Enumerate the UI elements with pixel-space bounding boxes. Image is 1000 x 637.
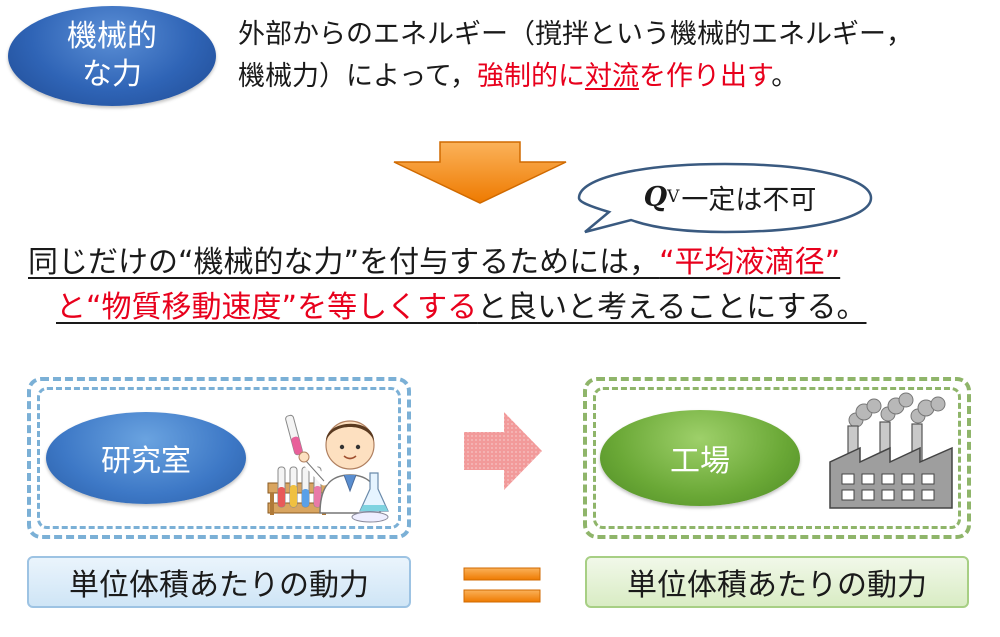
intro-line2: 機械力）によって，強制的に対流を作り出す。: [238, 56, 978, 98]
main-line1-b: “平均液滴径”: [659, 245, 841, 280]
intro-line2-a: 機械力）によって，: [238, 61, 477, 92]
intro-line2-d: を作り出す: [638, 61, 772, 92]
lab-power-label: 単位体積あたりの動力: [27, 556, 411, 608]
intro-line2-c: 対流: [584, 61, 639, 92]
badge-line2: な力: [82, 57, 142, 92]
main-line2-b: と良いと考えることにする。: [477, 290, 867, 325]
main-line2: と“物質移動速度”を等しくすると良いと考えることにする。: [56, 286, 986, 330]
down-arrow-icon: [393, 141, 567, 204]
bubble-q: Q: [643, 181, 668, 213]
right-arrow-icon: [464, 412, 542, 490]
intro-text: 外部からのエネルギー（撹拌という機械的エネルギー， 機械力）によって，強制的に対…: [238, 14, 978, 98]
bubble-sub: V: [667, 187, 680, 207]
scientist-illustration-icon: [267, 414, 389, 523]
intro-line2-b: 強制的に: [476, 61, 585, 92]
intro-line2-e: 。: [771, 61, 799, 92]
factory-icon: [829, 392, 953, 509]
main-line1: 同じだけの“機械的な力”を付与するためには，“平均液滴径”: [28, 241, 988, 285]
factory-label: 工場: [600, 410, 800, 506]
main-line2-a: と“物質移動速度”を等しくする: [56, 290, 478, 325]
laboratory-label: 研究室: [46, 412, 246, 504]
equals-icon: [463, 567, 541, 603]
factory-box: [583, 377, 971, 539]
badge-line1: 機械的: [67, 19, 157, 54]
main-line1-a: 同じだけの“機械的な力”を付与するためには，: [28, 245, 660, 280]
bubble-body: 一定は不可: [681, 184, 817, 216]
mechanical-force-badge: 機械的 な力: [8, 6, 216, 106]
intro-line1: 外部からのエネルギー（撹拌という機械的エネルギー，: [238, 19, 913, 50]
speech-bubble: [577, 162, 873, 234]
laboratory-box: [27, 377, 411, 539]
factory-power-label: 単位体積あたりの動力: [585, 556, 969, 608]
